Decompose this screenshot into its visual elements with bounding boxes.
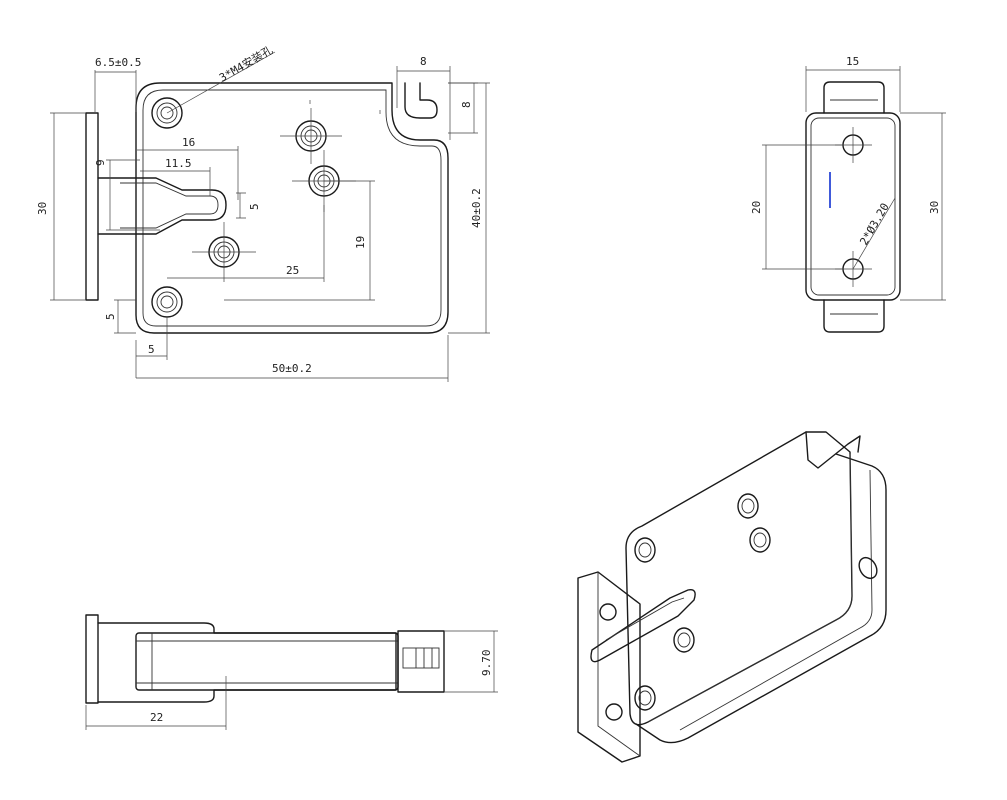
- iso-slot-hook: [805, 431, 861, 469]
- bottom-main-block: [135, 632, 399, 691]
- dim-19: 19: [354, 236, 367, 249]
- side-bolt-top: [823, 81, 885, 114]
- dim-16: 16: [182, 136, 195, 149]
- bottom-body-outline: [97, 622, 397, 703]
- dim-side-holes: 2*Ø3.20: [857, 201, 891, 248]
- iso-side-hole: [858, 556, 878, 580]
- front-bolt-slot: [120, 182, 219, 229]
- dim-5-left: 5: [148, 343, 155, 356]
- front-flange: [85, 112, 99, 301]
- iso-front-plate: [625, 431, 853, 726]
- iso-box-body: [635, 453, 887, 744]
- side-body-inner: [810, 117, 896, 296]
- dim-slot-depth: 8: [460, 101, 473, 108]
- front-body-inner: [142, 89, 442, 327]
- dim-25: 25: [286, 264, 299, 277]
- front-bolt: [97, 177, 227, 235]
- dim-5-bottom: 5: [104, 313, 117, 320]
- side-bolt-bottom: [823, 299, 885, 333]
- dim-slot-width: 8: [420, 55, 427, 68]
- bottom-dimension-lines: [85, 630, 498, 730]
- bottom-flange: [85, 614, 99, 704]
- dim-height-40: 40±0.2: [470, 188, 483, 228]
- side-body: [805, 112, 901, 301]
- front-dimension-lines: [50, 51, 490, 382]
- dim-side-20: 20: [750, 201, 763, 214]
- bottom-view: 22 9.70: [85, 614, 498, 730]
- front-hole-top-left: [151, 97, 183, 129]
- dim-11-5: 11.5: [165, 157, 192, 170]
- dim-width-50: 50±0.2: [272, 362, 312, 375]
- front-centerlines: [192, 100, 381, 282]
- front-slot: [404, 82, 438, 119]
- dim-flange: 6.5±0.5: [95, 56, 141, 69]
- isometric-view: [577, 431, 887, 763]
- bottom-end-cap: [397, 630, 445, 693]
- iso-latch-bolt: [590, 589, 696, 663]
- dim-bottom-22: 22: [150, 711, 163, 724]
- dim-9: 9: [94, 159, 107, 166]
- dim-height-30: 30: [36, 202, 49, 215]
- front-view: 6.5±0.5 3*M4安装孔 8 8 30 40±0.2 16 11.5 9 …: [36, 43, 490, 382]
- side-view: 15 20 30 2*Ø3.20: [750, 55, 946, 333]
- dim-side-15: 15: [846, 55, 859, 68]
- dim-5-bolt: 5: [248, 203, 261, 210]
- front-hole-bottom-left: [151, 286, 183, 318]
- dim-holes-note: 3*M4安装孔: [217, 43, 276, 85]
- dim-bottom-9-70: 9.70: [480, 650, 493, 677]
- front-body-outline: [135, 82, 449, 334]
- dim-side-30: 30: [928, 201, 941, 214]
- side-dimension-lines: [762, 66, 946, 301]
